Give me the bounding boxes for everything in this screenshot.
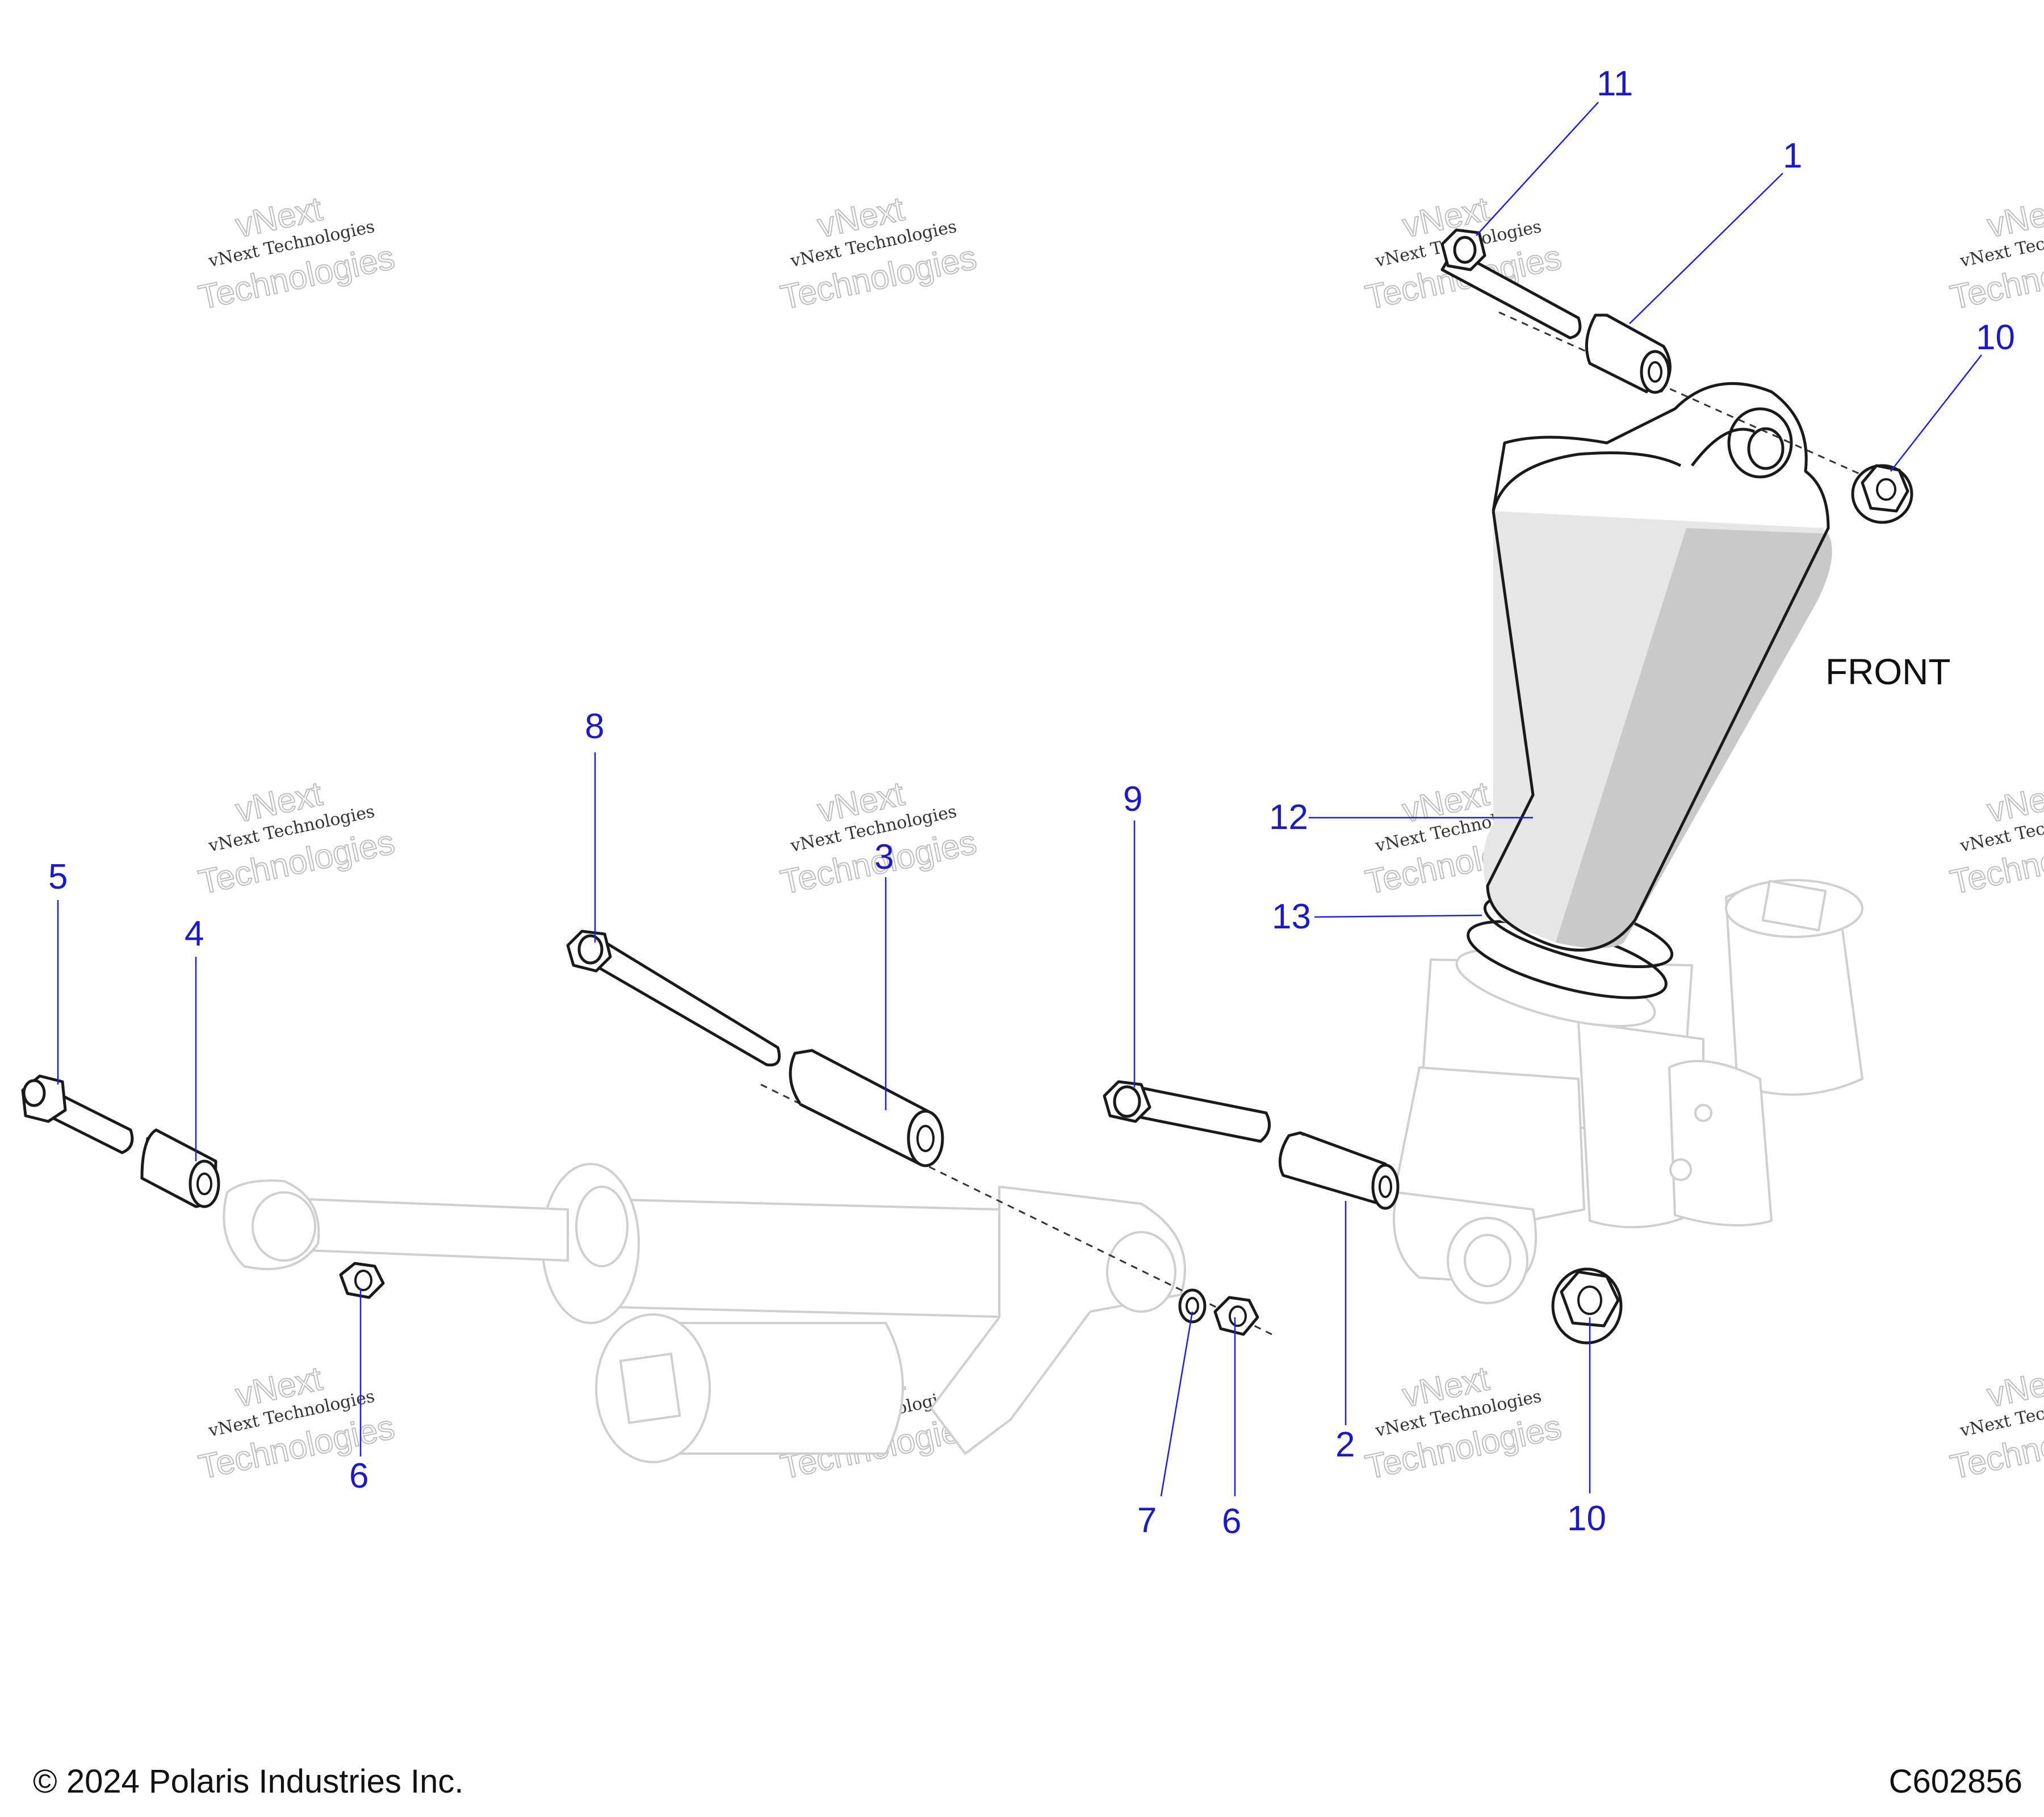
- nut-part-6-center: [1213, 1296, 1259, 1336]
- callout-11: 11: [1597, 64, 1633, 103]
- callout-6-center: 6: [1222, 1502, 1241, 1541]
- callout-10-upper: 10: [1976, 318, 2015, 357]
- callout-1: 1: [1783, 136, 1802, 175]
- watermark: vNext vNext Technologies Technologies: [195, 189, 399, 317]
- rear-shock-ghost: [223, 1163, 1186, 1463]
- callout-8: 8: [585, 707, 604, 746]
- bolt-part-5: [21, 1074, 134, 1154]
- callout-5: 5: [48, 857, 68, 897]
- washer-part-7: [1178, 1288, 1207, 1324]
- watermark: vNext vNext Technologies Technologies: [195, 774, 399, 902]
- watermark: vNext vNext Technologies Technologies: [1946, 1359, 2044, 1487]
- callout-12: 12: [1269, 798, 1308, 837]
- shock-body: [1483, 382, 1832, 952]
- watermark: vNext vNext Technologies Technologies: [1946, 774, 2044, 902]
- callout-7: 7: [1137, 1501, 1157, 1540]
- nut-part-6-left: [339, 1262, 385, 1299]
- bolt-part-8: [566, 930, 781, 1067]
- callout-labels: 11 1 10 12 13 8 9 3 5 4 6 7 6 2 10: [48, 64, 2015, 1541]
- front-shock-ghost: [1393, 879, 1863, 1304]
- bolt-part-11: [1440, 228, 1582, 340]
- watermark: vNext vNext Technologies Technologies: [777, 189, 981, 317]
- leader-lines: [57, 102, 1982, 1497]
- watermark: vNext vNext Technologies Technologies: [1946, 189, 2044, 317]
- flange-nut-part-10-lower: [1551, 1267, 1623, 1345]
- callout-13: 13: [1272, 897, 1311, 936]
- drawing-number: C602856: [1888, 1763, 2022, 1800]
- callout-4: 4: [185, 914, 204, 953]
- copyright-notice: © 2024 Polaris Industries Inc.: [33, 1763, 464, 1800]
- watermark: vNext vNext Technologies Technologies: [1362, 1359, 1565, 1487]
- bolt-part-9: [1103, 1080, 1271, 1143]
- callout-2: 2: [1335, 1425, 1355, 1464]
- watermark: vNext vNext Technologies Technologies: [777, 774, 981, 902]
- spacer-part-1: [1585, 313, 1672, 394]
- flange-nut-part-10-upper: [1851, 464, 1913, 524]
- callout-9: 9: [1123, 780, 1142, 819]
- front-direction-label: FRONT: [1825, 651, 1950, 692]
- callout-3: 3: [874, 838, 894, 877]
- spacer-part-2: [1278, 1131, 1400, 1210]
- shock-spring: [1455, 894, 1674, 1028]
- spacer-part-3: [789, 1049, 944, 1167]
- callout-6-left: 6: [349, 1456, 368, 1496]
- spacer-part-4: [140, 1128, 220, 1208]
- callout-10-lower: 10: [1567, 1499, 1606, 1538]
